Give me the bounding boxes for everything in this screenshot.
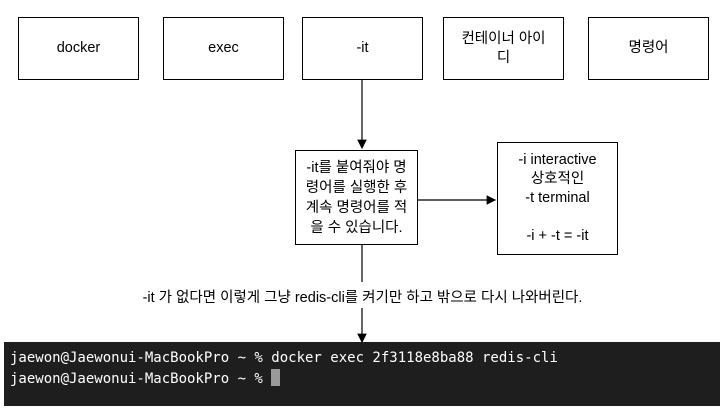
terminal: jaewon@Jaewonui-MacBookPro ~ % docker ex…	[4, 342, 720, 406]
def-interactive: -i interactive	[518, 152, 597, 168]
box-docker: docker	[18, 17, 139, 80]
def-korean: 상호적인	[530, 171, 585, 187]
terminal-prompt-line: jaewon@Jaewonui-MacBookPro ~ %	[10, 369, 720, 390]
explanation-box: -it를 붙여줘야 명령어를 실행한 후 계속 명령어를 적을 수 있습니다.	[295, 150, 418, 245]
box-command: 명령어	[588, 17, 709, 80]
terminal-line: jaewon@Jaewonui-MacBookPro ~ % docker ex…	[10, 350, 558, 366]
box-exec: exec	[163, 17, 284, 80]
def-combined: -i + -t = -it	[526, 228, 589, 244]
caption: -it 가 없다면 이렇게 그냥 redis-cli를 켜기만 하고 밖으로 다…	[142, 290, 583, 306]
box-container-id: 컨테이너 아이디	[443, 17, 564, 80]
definition-box: -i interactive 상호적인 -t terminal -i + -t …	[497, 142, 618, 255]
def-terminal: -t terminal	[525, 190, 590, 206]
cursor	[271, 369, 281, 386]
box-it: -it	[302, 17, 423, 80]
